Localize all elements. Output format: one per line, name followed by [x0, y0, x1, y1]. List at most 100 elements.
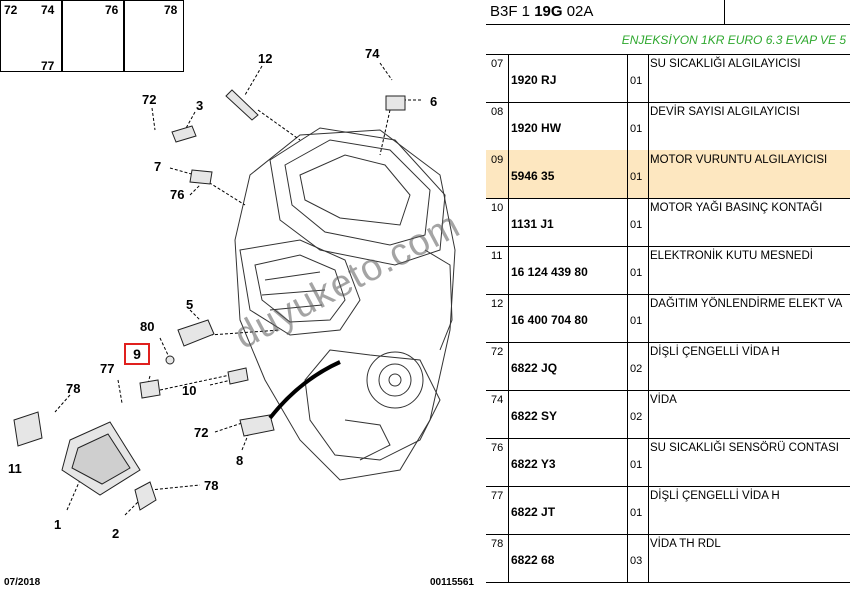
row-part-number: 6822 SY: [511, 409, 558, 423]
row-part-number: 1920 HW: [511, 121, 562, 135]
row-part-number-cell: 16 124 439 80: [508, 246, 628, 294]
row-ref: 10: [491, 202, 504, 214]
row-ref-cell: 77: [486, 486, 509, 534]
parts-table: B3F 1 19G 02A ENJEKSİYON 1KR EURO 6.3 EV…: [486, 0, 850, 596]
row-part-number-cell: 6822 68: [508, 534, 628, 582]
part-6-shape: [385, 95, 406, 111]
callout-10: 10: [182, 383, 197, 398]
cylinder-head: [269, 127, 446, 266]
subheader-title: ENJEKSİYON 1KR EURO 6.3 EVAP VE 5: [621, 33, 846, 47]
row-ref-cell: 72: [486, 342, 509, 390]
engine-drawing: [7, 27, 456, 516]
callout-5: 5: [186, 297, 194, 312]
callout-77: 77: [100, 361, 115, 376]
row-ref: 77: [491, 490, 504, 502]
row-ref-cell: 11: [486, 246, 509, 294]
row-description-cell: DİŞLİ ÇENGELLİ VİDA H: [648, 342, 850, 390]
row-description-cell: VİDA TH RDL: [648, 534, 850, 582]
engine-block: [234, 129, 456, 481]
row-description: MOTOR VURUNTU ALGILAYICISI: [650, 154, 828, 166]
row-quantity: 01: [630, 219, 643, 231]
row-ref: 07: [491, 58, 504, 70]
part-10-shape: [227, 367, 249, 385]
parts-diagram: 72 74 77 76 78 12 74 72 3 6 7 76 5 80 9 …: [0, 0, 474, 588]
hardware-ref-72: 72: [4, 3, 18, 17]
row-part-number-cell: 6822 JQ: [508, 342, 628, 390]
row-ref: 11: [491, 250, 503, 262]
row-part-number: 6822 JQ: [511, 361, 558, 375]
row-part-number: 1920 RJ: [511, 73, 557, 87]
row-quantity-cell: 01: [627, 102, 649, 150]
catalog-code-bold: 19G: [534, 3, 563, 20]
row-quantity: 01: [630, 459, 643, 471]
row-description: DEVİR SAYISI ALGILAYICISI: [650, 106, 800, 118]
table-subheader: ENJEKSİYON 1KR EURO 6.3 EVAP VE 5: [486, 24, 850, 55]
callout-80: 80: [140, 319, 155, 334]
row-quantity-cell: 01: [627, 54, 649, 102]
callout-3: 3: [196, 98, 204, 113]
catalog-code-prefix: B3F 1: [490, 3, 535, 20]
footer-doc-number: 00115561: [430, 577, 474, 588]
row-quantity-cell: 01: [627, 150, 649, 198]
row-description: ELEKTRONİK KUTU MESNEDİ: [650, 250, 813, 262]
callout-1: 1: [54, 517, 62, 532]
part-5-shape: [177, 319, 215, 347]
callout-72: 72: [142, 92, 157, 107]
row-part-number-cell: 1920 HW: [508, 102, 628, 150]
callout-6: 6: [430, 94, 438, 109]
callout-78-top: 78: [66, 381, 81, 396]
row-part-number-cell: 6822 SY: [508, 390, 628, 438]
part-3-shape: [171, 125, 197, 143]
callout-72-lower: 72: [194, 425, 209, 440]
row-ref-cell: 10: [486, 198, 509, 246]
catalog-code: B3F 1 19G 02A: [490, 3, 593, 20]
row-description-cell: ELEKTRONİK KUTU MESNEDİ: [648, 246, 850, 294]
row-ref: 09: [491, 154, 504, 166]
row-ref: 78: [491, 538, 504, 550]
row-part-number-cell: 6822 Y3: [508, 438, 628, 486]
row-part-number: 6822 Y3: [511, 457, 556, 471]
row-quantity: 03: [630, 555, 643, 567]
row-ref-cell: 08: [486, 102, 509, 150]
row-quantity: 01: [630, 171, 643, 183]
row-description-cell: DİŞLİ ÇENGELLİ VİDA H: [648, 486, 850, 534]
row-quantity: 01: [630, 507, 643, 519]
catalog-code-suffix: 02A: [562, 3, 594, 20]
bracket-2-shape: [134, 481, 157, 511]
row-description-cell: DAĞITIM YÖNLENDİRME ELEKT VA: [648, 294, 850, 342]
row-description-cell: DEVİR SAYISI ALGILAYICISI: [648, 102, 850, 150]
row-quantity-cell: 02: [627, 390, 649, 438]
callout-76: 76: [170, 187, 185, 202]
row-description-cell: SU SICAKLIĞI SENSÖRÜ CONTASI: [648, 438, 850, 486]
row-quantity-cell: 01: [627, 486, 649, 534]
row-ref: 08: [491, 106, 504, 118]
row-part-number: 1131 J1: [511, 217, 554, 231]
part-12-shape: [225, 89, 259, 121]
row-part-number-cell: 1920 RJ: [508, 54, 628, 102]
part-7-shape: [189, 169, 213, 185]
row-quantity: 01: [630, 267, 643, 279]
row-description: MOTOR YAĞI BASINÇ KONTAĞI: [650, 202, 823, 214]
hardware-ref-74: 74: [41, 3, 55, 17]
row-quantity: 02: [630, 411, 643, 423]
callout-9-highlighted: 9: [124, 343, 150, 365]
footer-date: 07/2018: [4, 577, 41, 588]
row-ref: 12: [491, 298, 504, 310]
hardware-box-76: 76: [62, 0, 124, 72]
table-row[interactable]: 10 1131 J1 01 MOTOR YAĞI BASINÇ KONTAĞI: [486, 198, 850, 247]
row-quantity-cell: 01: [627, 438, 649, 486]
row-description-cell: MOTOR YAĞI BASINÇ KONTAĞI: [648, 198, 850, 246]
row-ref-cell: 12: [486, 294, 509, 342]
callout-11: 11: [8, 461, 22, 476]
row-part-number-cell: 16 400 704 80: [508, 294, 628, 342]
